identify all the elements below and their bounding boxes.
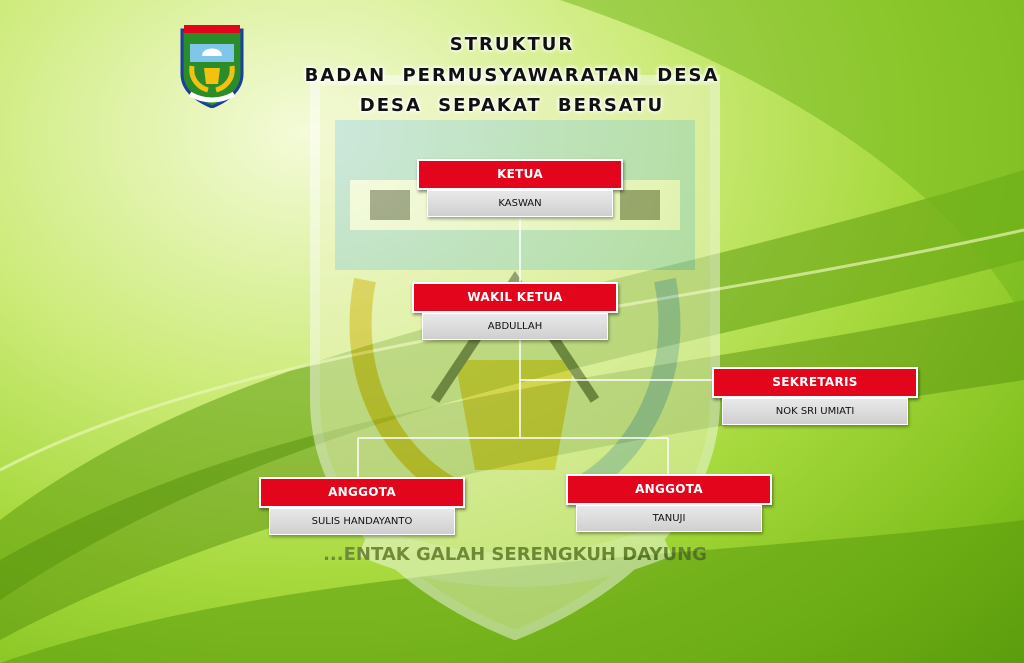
role-wakil-ketua: WAKIL KETUA <box>412 282 618 313</box>
title-line-3: DESA SEPAKAT BERSATU <box>359 95 665 116</box>
role-anggota-2: ANGGOTA <box>566 474 772 505</box>
title-line-1: STRUKTUR <box>449 34 575 55</box>
role-ketua: KETUA <box>417 159 623 190</box>
name-anggota-1: SULIS HANDAYANTO <box>269 508 455 535</box>
node-sekretaris: SEKRETARIS NOK SRI UMIATI <box>712 367 918 425</box>
role-anggota-1: ANGGOTA <box>259 477 465 508</box>
name-ketua: KASWAN <box>427 190 613 217</box>
node-wakil-ketua: WAKIL KETUA ABDULLAH <box>412 282 618 340</box>
name-sekretaris: NOK SRI UMIATI <box>722 398 908 425</box>
node-ketua: KETUA KASWAN <box>417 159 623 217</box>
regency-logo <box>180 25 244 108</box>
crest-motto: ...ENTAK GALAH SERENGKUH DAYUNG <box>323 544 707 565</box>
name-wakil-ketua: ABDULLAH <box>422 313 608 340</box>
role-sekretaris: SEKRETARIS <box>712 367 918 398</box>
name-anggota-2: TANUJI <box>576 505 762 532</box>
node-anggota-2: ANGGOTA TANUJI <box>566 474 772 532</box>
node-anggota-1: ANGGOTA SULIS HANDAYANTO <box>259 477 465 535</box>
title-line-2: BADAN PERMUSYAWARATAN DESA <box>304 65 720 86</box>
